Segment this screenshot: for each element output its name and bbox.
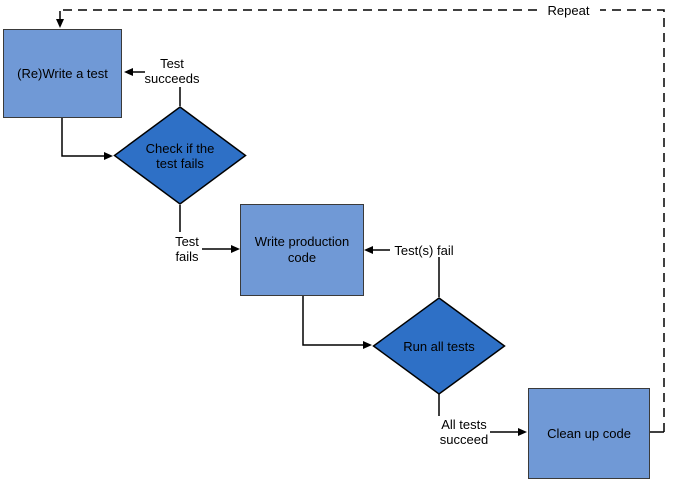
node-check-test-fails: Check if the test fails: [113, 106, 247, 205]
decision-diamond: [372, 297, 506, 395]
node-run-all-tests-label: Run all tests: [403, 338, 475, 354]
node-write-production-code: Write production code: [240, 204, 364, 296]
diamond-shape-svg: [372, 297, 506, 395]
node-check-test-fails-label: Check if the test fails: [145, 140, 215, 171]
node-run-all-tests: Run all tests: [372, 297, 506, 395]
node-write-production-code-label: Write production code: [254, 234, 350, 265]
decision-diamond: [113, 106, 247, 205]
edge-label-tests-fail: Test(s) fail: [394, 243, 454, 258]
edge-label-all-tests-succeed: All tests succeed: [439, 417, 489, 447]
edge-repeat-dashed-right: [600, 9, 665, 432]
node-write-test-label: (Re)Write a test: [17, 65, 108, 81]
edge-label-test-fails: Test fails: [175, 234, 199, 264]
edge-write-test-to-check: [61, 118, 113, 160]
node-clean-up-code: Clean up code: [528, 388, 650, 479]
edge-label-repeat: Repeat: [547, 3, 590, 18]
edge-label-test-succeeds: Test succeeds: [144, 56, 200, 86]
node-clean-up-code-label: Clean up code: [547, 425, 631, 441]
edge-production-to-run-tests: [302, 295, 372, 349]
node-write-test: (Re)Write a test: [3, 29, 122, 118]
diamond-shape-svg: [113, 106, 247, 205]
